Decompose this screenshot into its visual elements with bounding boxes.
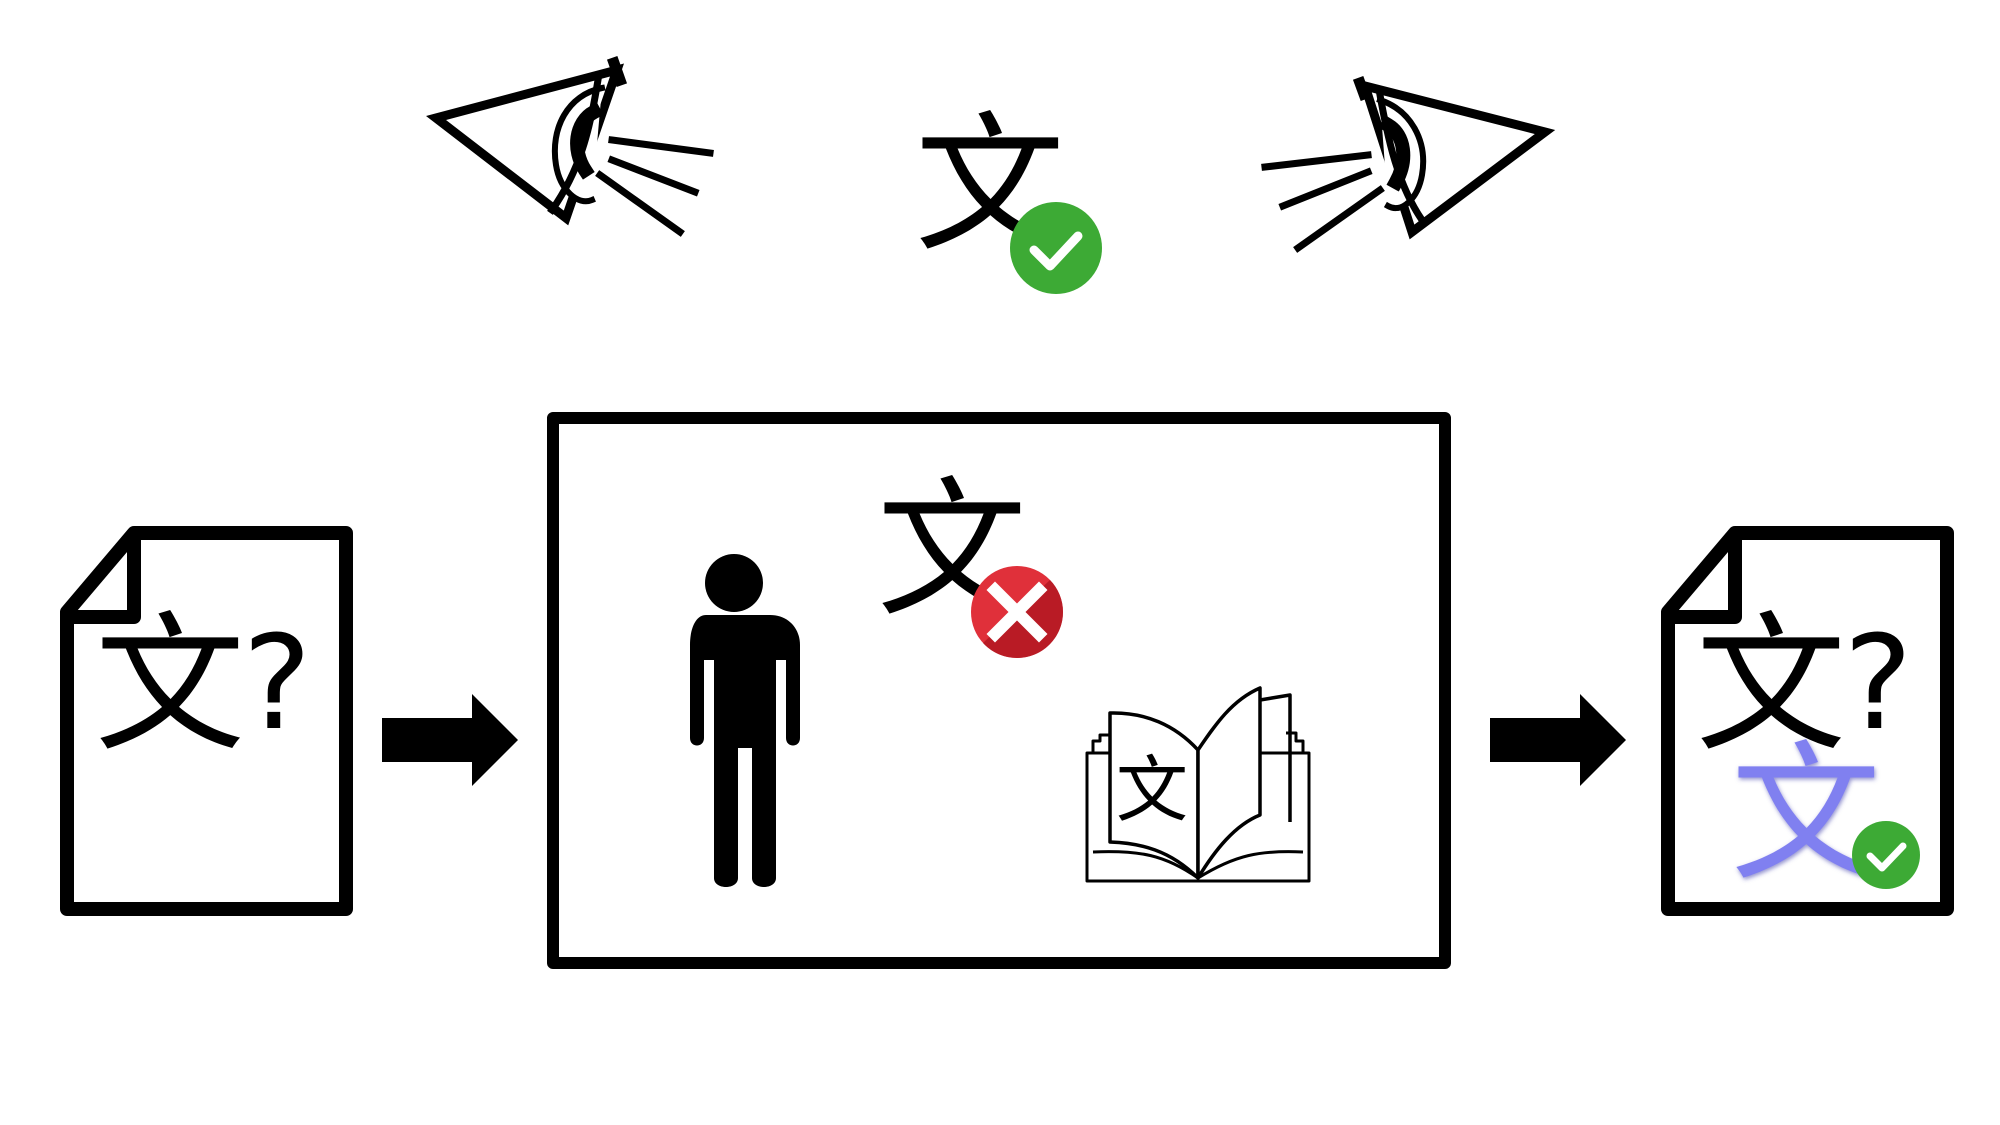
process-box <box>547 412 1451 969</box>
eye-icon <box>426 55 714 237</box>
book-glyph: 文 <box>1116 748 1188 832</box>
cross-badge-icon <box>971 566 1063 659</box>
arrow-right-icon <box>1490 694 1626 786</box>
check-badge-icon <box>1852 821 1920 889</box>
document-glyph: 文 <box>1696 599 1846 773</box>
check-badge-icon <box>1010 202 1102 294</box>
open-book-icon <box>1085 686 1311 883</box>
question-mark: ? <box>243 607 312 759</box>
document-icon <box>60 526 353 916</box>
document-icon <box>1661 526 1954 916</box>
document-glyph: 文 <box>95 599 245 773</box>
arrow-right-icon <box>382 694 518 786</box>
question-mark: ? <box>1844 607 1913 759</box>
person-icon <box>690 554 800 887</box>
eye-icon <box>1261 75 1556 253</box>
translated-glyph: 文 <box>1731 728 1881 902</box>
